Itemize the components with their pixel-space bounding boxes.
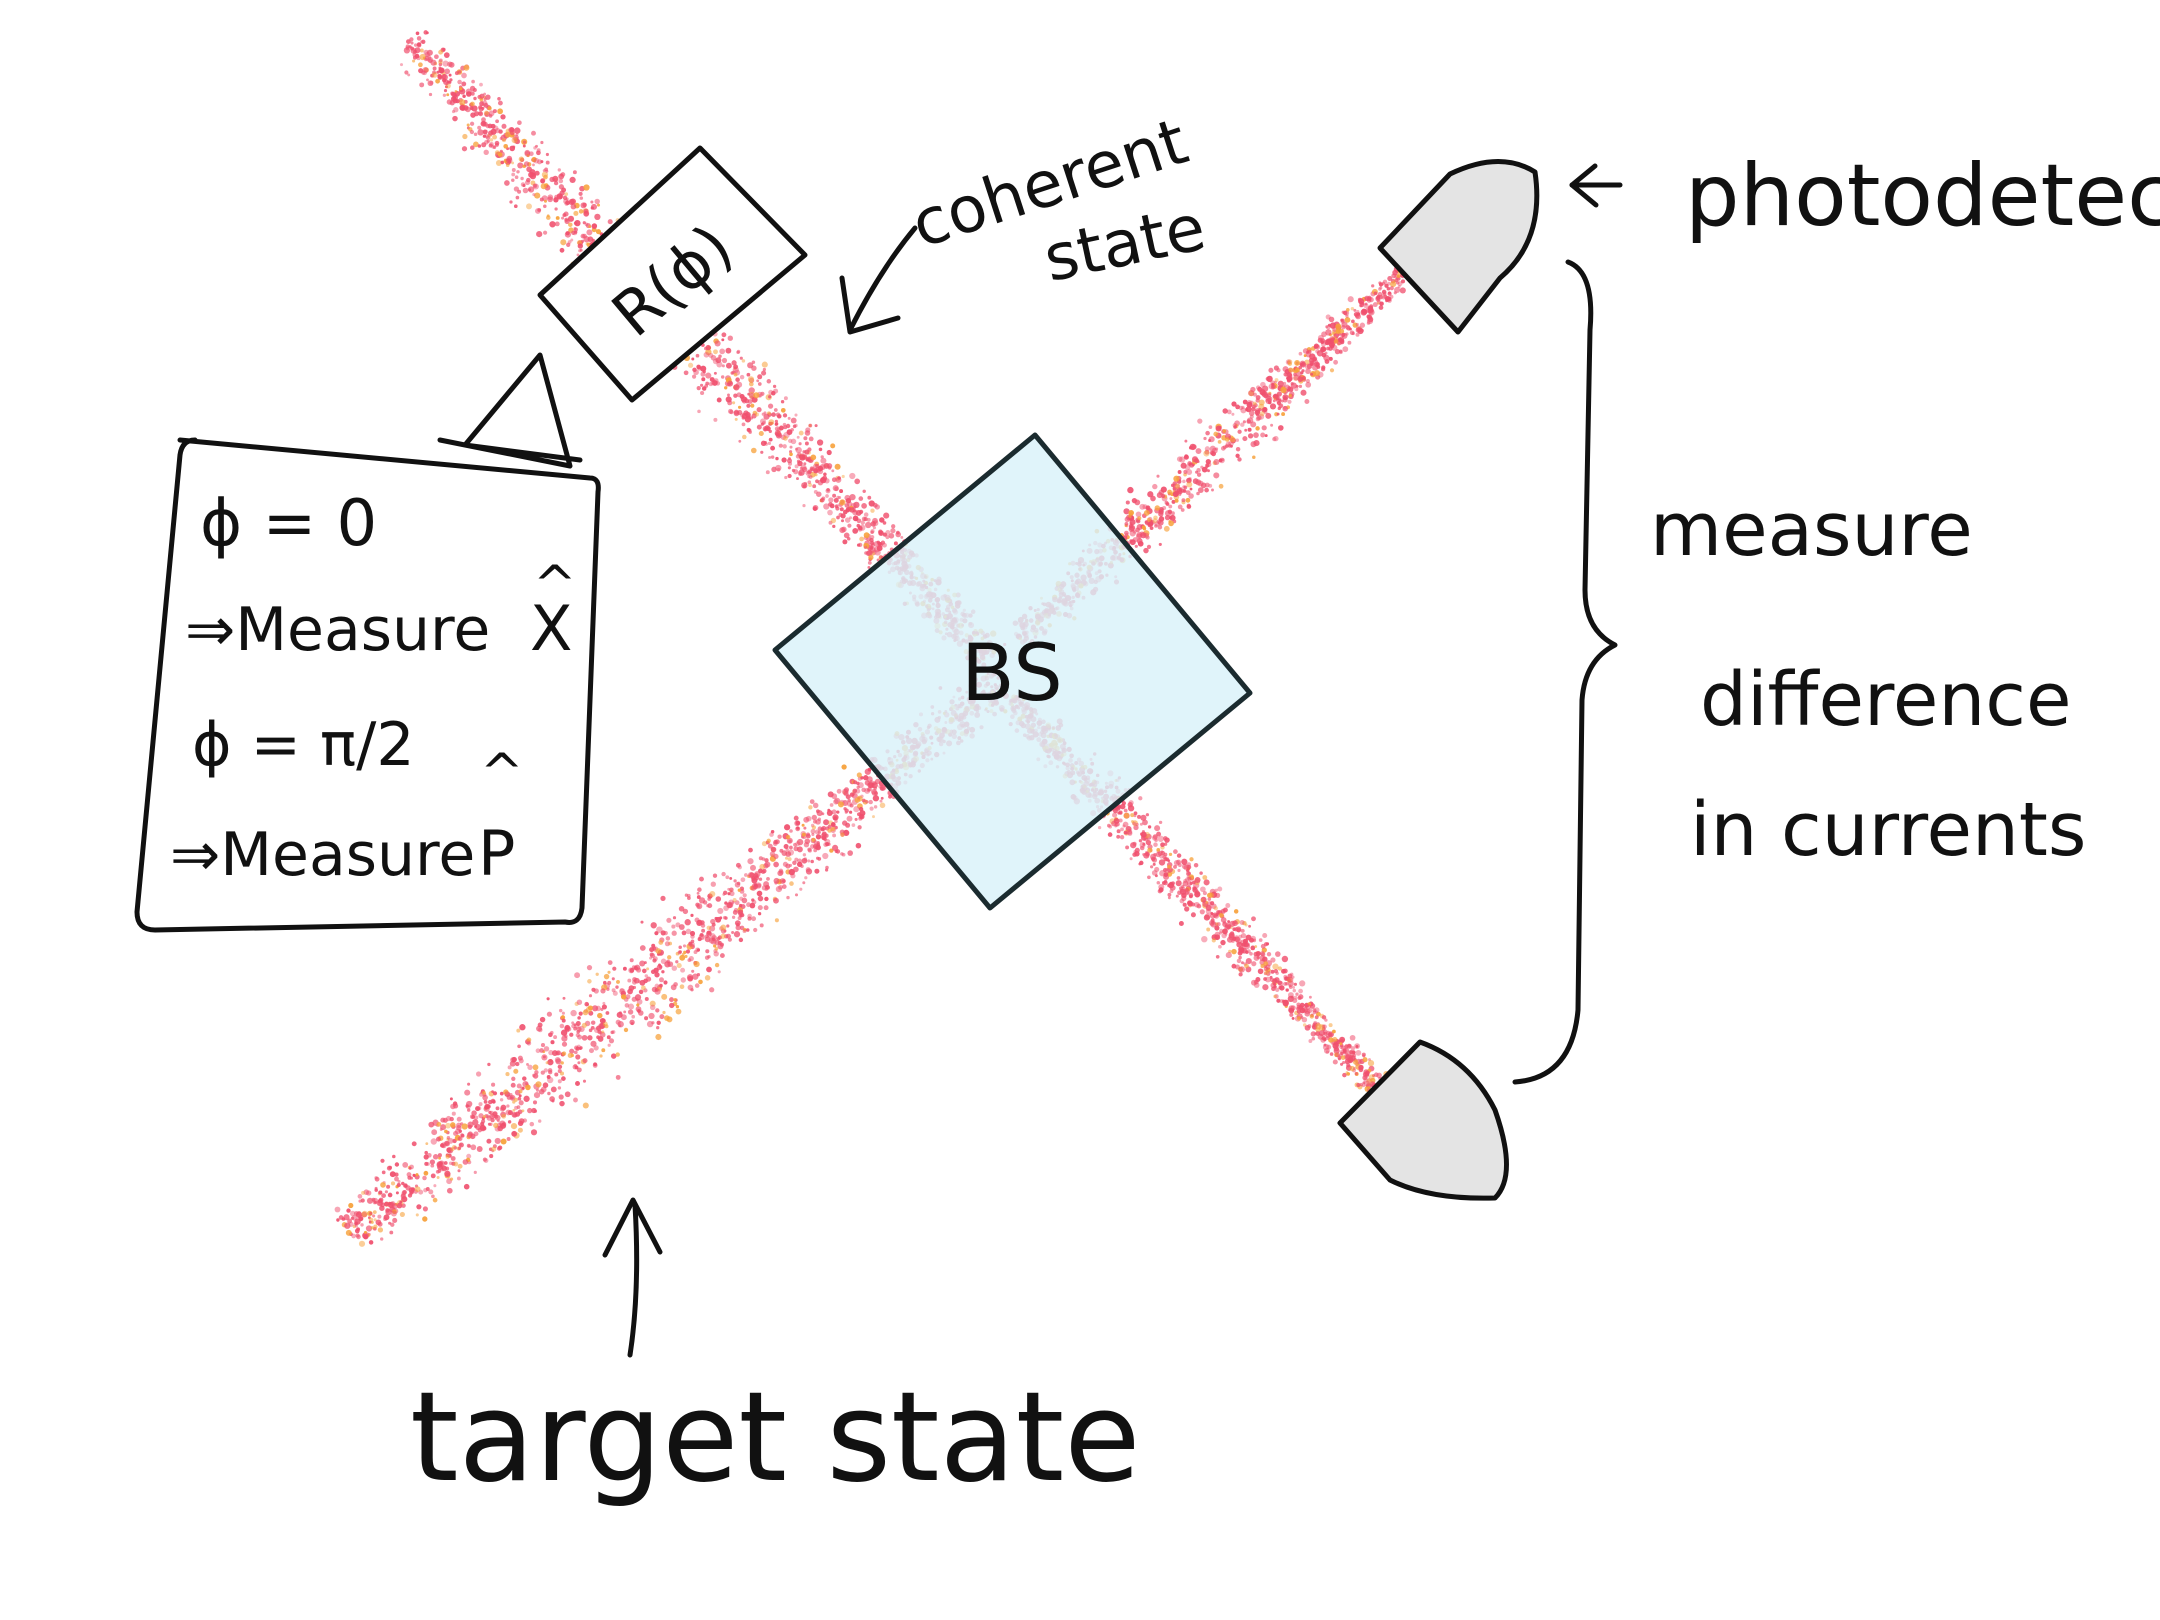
measure-label: measure: [1650, 487, 1973, 573]
photodetector-annotation: photodetector: [1569, 146, 2160, 246]
beam-splitter: BS: [772, 432, 1253, 911]
coherent-state-arrowhead: [839, 275, 901, 335]
callout-line-2: ⇒Measure: [185, 595, 490, 665]
beam-splitter-label: BS: [961, 629, 1063, 719]
callout-line-1: ϕ = 0: [200, 487, 377, 561]
callout-hat-x: ^: [533, 555, 577, 615]
photodetector-bottom: [1337, 1039, 1509, 1201]
callout-line-3: ϕ = π/2: [192, 710, 415, 780]
rotation-element: R(ϕ): [537, 145, 808, 403]
callout-line-4: ⇒Measure: [170, 820, 475, 890]
photodetector-label: photodetector: [1685, 146, 2160, 246]
photodetector-arrowhead: [1569, 163, 1599, 208]
target-state-arrowhead: [602, 1197, 663, 1258]
beam-splitter-body: [772, 432, 1253, 911]
callout-operator-x: X: [530, 592, 572, 665]
callout-operator-p: P: [478, 817, 515, 890]
photodetector-top-shape: [1377, 159, 1540, 335]
measurement-annotation: measure difference in currents: [1650, 487, 2087, 873]
callout-bubble: [134, 352, 601, 933]
target-state-annotation: target state: [410, 1197, 1141, 1510]
target-state-arrow: [627, 1202, 640, 1358]
detector-brace: [1512, 259, 1618, 1085]
in-currents-label: in currents: [1690, 787, 2087, 873]
callout-hat-p: ^: [480, 743, 524, 803]
difference-label: difference: [1700, 657, 2071, 743]
coherent-state-arrow: [847, 225, 918, 333]
phase-callout: ϕ = 0 ⇒Measure X ^ ϕ = π/2 ⇒Measure P ^: [134, 352, 601, 933]
target-state-label: target state: [410, 1366, 1141, 1510]
photodetector-top: [1377, 159, 1540, 335]
rotation-box: [537, 145, 808, 403]
coherent-state-annotation: coherent state: [839, 105, 1212, 335]
photodetector-bottom-shape: [1337, 1039, 1509, 1201]
